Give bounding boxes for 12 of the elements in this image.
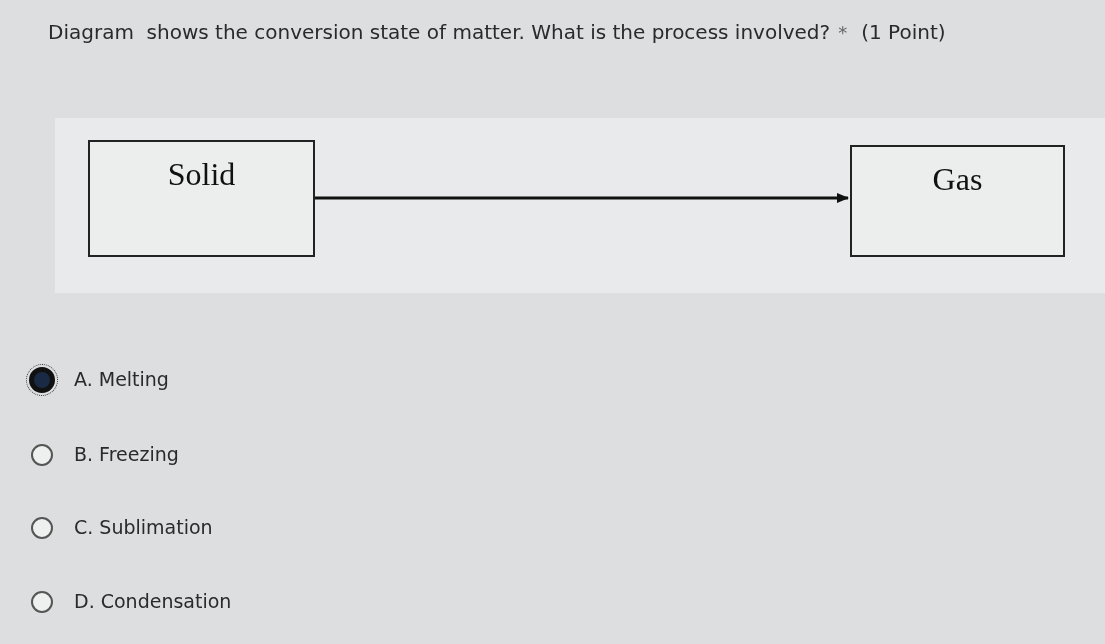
option-label: A. Melting	[74, 368, 169, 390]
option-label: D. Condensation	[74, 590, 232, 612]
arrow	[315, 193, 849, 203]
required-mark: *	[838, 22, 848, 43]
option-label: C. Sublimation	[74, 516, 213, 538]
state-box	[88, 140, 315, 257]
state-box	[850, 145, 1065, 257]
question-text: Diagram shows the conversion state of matter. What is the process involved?	[48, 20, 831, 44]
option-label: B. Freezing	[74, 443, 179, 465]
box-label: Gas	[931, 161, 984, 198]
points-label: (1 Point)	[861, 20, 946, 44]
box-label: Solid	[166, 156, 237, 193]
